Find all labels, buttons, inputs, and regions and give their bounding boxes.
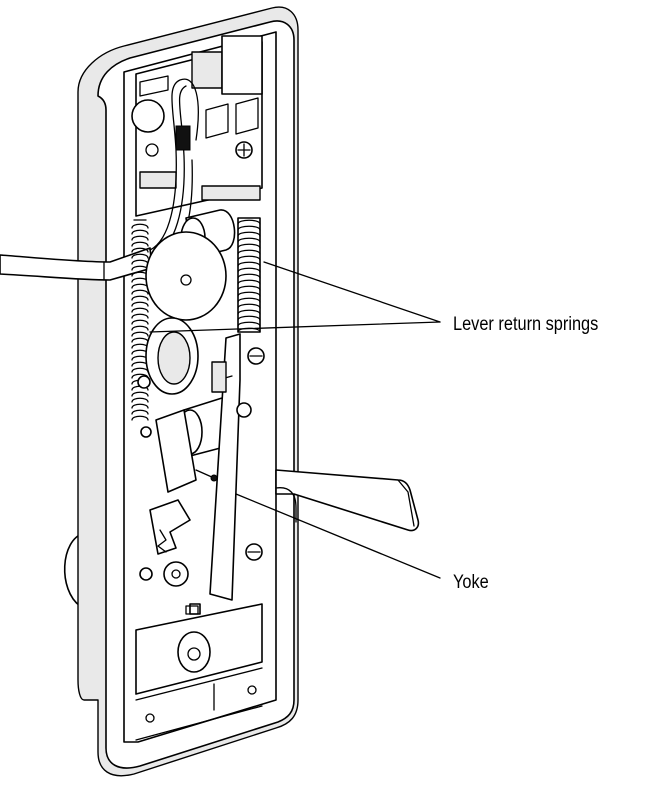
spring-coil (131, 403, 149, 409)
spring-coil (237, 243, 261, 249)
board-battery (221, 35, 263, 95)
lower-screw-left-2 (137, 375, 151, 389)
board-screw-slot (237, 143, 251, 157)
latch-arm (149, 499, 191, 555)
spring-coil (131, 409, 149, 415)
board-ic (235, 97, 259, 135)
yoke-screw-2 (236, 402, 252, 418)
spring-coil (131, 295, 149, 301)
spring-coil (237, 261, 261, 267)
lever-handle-edge (397, 479, 415, 527)
latch-spring (157, 529, 167, 553)
spring-coil (131, 229, 149, 235)
board-connector-top (139, 75, 169, 97)
lever-neck (275, 487, 297, 523)
spring-coil (131, 235, 149, 241)
board-hole (145, 143, 159, 157)
spring-coil (237, 225, 261, 231)
yoke-block (211, 361, 227, 393)
label-yoke: Yoke (453, 572, 489, 593)
board-chip (191, 51, 223, 89)
lever-handle (275, 469, 420, 532)
spring-coil (237, 273, 261, 279)
spring-coil (237, 219, 261, 225)
spring-coil (237, 315, 261, 321)
hub-inner (157, 331, 191, 385)
spring-coil (237, 297, 261, 303)
bottom-boss-hole (187, 647, 201, 661)
spring-coil (237, 321, 261, 327)
spring-coil (237, 279, 261, 285)
leader-springs-upper (263, 261, 441, 323)
spring-coil (131, 397, 149, 403)
clutch-body (155, 409, 197, 493)
board-header (201, 185, 261, 201)
large-disc (145, 231, 227, 321)
lower-screw-left (139, 567, 153, 581)
spring-coil (131, 319, 149, 325)
wire-connector (175, 125, 191, 151)
spring-coil (131, 331, 149, 337)
clutch-pin (210, 474, 218, 482)
bottom-notch (185, 605, 199, 615)
spring-coil (131, 289, 149, 295)
board-header-2 (139, 171, 177, 189)
spring-coil (237, 237, 261, 243)
spring-coil (237, 303, 261, 309)
wire-1 (149, 78, 199, 251)
spring-coil (131, 313, 149, 319)
spring-coil (131, 415, 149, 421)
label-lever-return-springs: Lever return springs (453, 314, 599, 335)
spring-coil (237, 285, 261, 291)
right-spring (237, 217, 261, 333)
spring-coil (237, 309, 261, 315)
large-disc-hole (180, 274, 192, 286)
cam-wheel (163, 561, 189, 587)
board-disc (131, 99, 165, 133)
leader-yoke (235, 493, 441, 579)
spring-coil (237, 249, 261, 255)
spring-coil (131, 253, 149, 259)
spring-coil (131, 391, 149, 397)
bottom-boss (177, 631, 211, 673)
spring-coil (237, 231, 261, 237)
spring-coil (131, 301, 149, 307)
spring-coil (131, 325, 149, 331)
spring-coil (237, 255, 261, 261)
bottom-hole-left (145, 713, 155, 723)
bottom-ledge (135, 667, 263, 741)
lower-screw-left-3 (140, 426, 152, 438)
spring-coil (131, 247, 149, 253)
yoke (209, 333, 241, 601)
spring-coil (131, 223, 149, 229)
spring-coil (237, 291, 261, 297)
spring-coil (131, 241, 149, 247)
cam-wheel-hub (171, 569, 181, 579)
spring-coil (131, 307, 149, 313)
leader-springs-lower (149, 321, 441, 333)
board-ic-2 (205, 103, 229, 139)
bottom-hole-right (247, 685, 257, 695)
spring-coil (237, 267, 261, 273)
